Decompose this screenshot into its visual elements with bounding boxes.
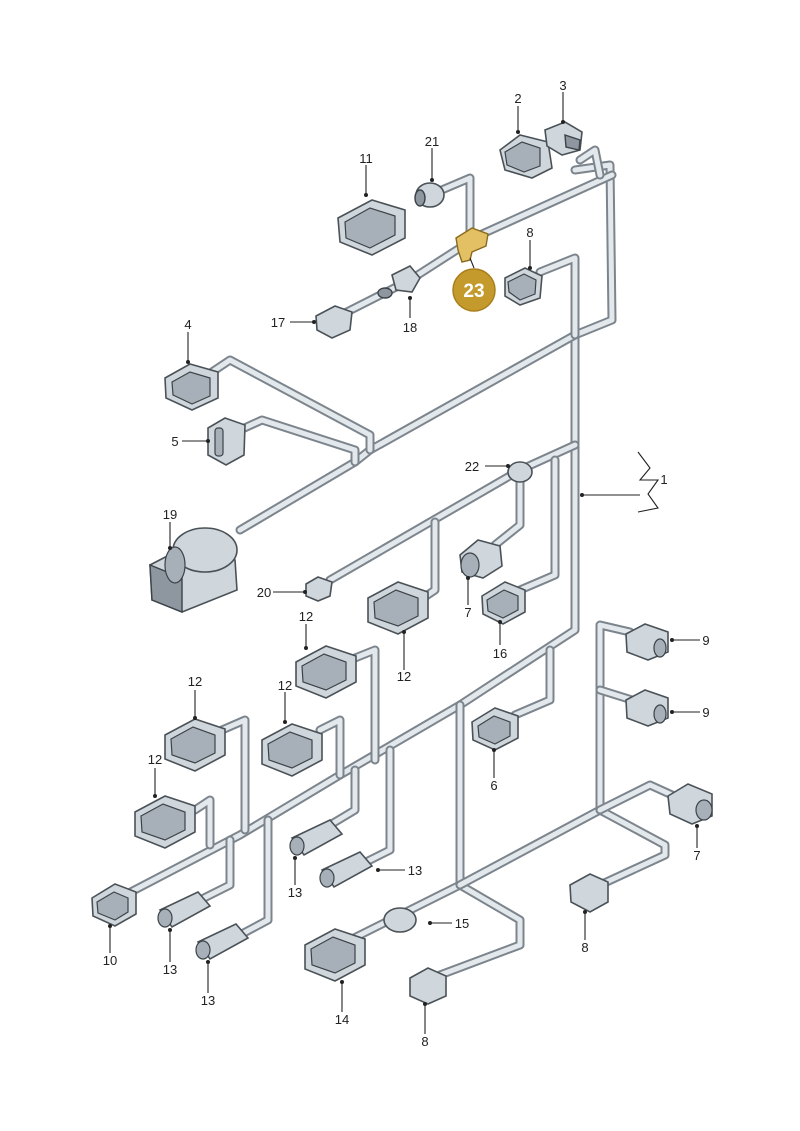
connector-9-a [625,623,669,661]
label-7-mid: 7 [464,605,471,620]
label-12-mid: 12 [397,669,411,684]
connector-12-center [261,723,323,777]
connector-4 [164,363,219,411]
label-9-a: 9 [702,633,709,648]
badge-number: 23 [463,281,484,302]
connector-8-right [569,873,609,913]
connector-2 [499,134,553,179]
connector-9-b [625,689,669,727]
sensor-13-d [195,923,250,961]
leader-dots [108,120,699,1006]
label-13-b: 13 [408,863,422,878]
connector-3 [544,121,583,156]
label-18: 18 [403,320,417,335]
leader-lines [109,92,700,1034]
t-connector-23-highlighted [455,227,489,263]
connector-14 [304,928,366,982]
connector-20 [305,576,333,602]
label-17: 17 [271,315,285,330]
harness-wires [120,145,677,980]
label-15: 15 [455,916,469,931]
part-labels: 2 3 21 11 8 17 18 4 5 22 1 19 20 7 16 12… [103,78,710,1049]
label-5: 5 [171,434,178,449]
sleeve-22 [507,461,533,483]
label-12-lower: 12 [148,752,162,767]
label-8-right: 8 [581,940,588,955]
label-12-center: 12 [278,678,292,693]
label-19: 19 [163,507,177,522]
label-2: 2 [514,91,521,106]
connector-12-lower [134,795,196,849]
label-22: 22 [465,459,479,474]
label-7-right: 7 [693,848,700,863]
label-13-a: 13 [288,885,302,900]
connector-18 [377,265,421,299]
label-1: 1 [660,472,667,487]
connector-8-top [504,267,543,306]
connector-5 [207,417,246,466]
label-8-top: 8 [526,225,533,240]
label-8-bottom: 8 [421,1034,428,1049]
module-19 [149,527,238,614]
label-13-c: 13 [163,962,177,977]
bracket-1 [582,451,660,513]
label-9-b: 9 [702,705,709,720]
sleeve-21 [414,182,445,208]
connector-6 [471,707,519,751]
label-4: 4 [184,317,191,332]
connector-7-mid [459,539,503,579]
connector-11 [337,199,406,256]
connector-12-left [164,718,226,772]
callout-badge-23[interactable]: 23 [452,268,496,312]
connector-10 [91,883,137,927]
sensor-13-c [157,891,212,929]
sensor-13-b [319,851,374,889]
label-3: 3 [559,78,566,93]
label-20: 20 [257,585,271,600]
label-6: 6 [490,778,497,793]
label-12-left: 12 [188,674,202,689]
label-10: 10 [103,953,117,968]
label-21: 21 [425,134,439,149]
grommet-15 [383,907,417,933]
connector-16 [481,581,526,625]
label-14: 14 [335,1012,349,1027]
connector-17 [315,305,353,339]
connector-12-upper [295,645,357,699]
label-11: 11 [359,151,373,166]
connector-12-mid [367,581,429,635]
connector-7-right [667,783,713,825]
label-16: 16 [493,646,507,661]
sensor-13-a [289,819,344,857]
connector-8-bottom [409,967,447,1005]
label-12-upper: 12 [299,609,313,624]
label-13-d: 13 [201,993,215,1008]
